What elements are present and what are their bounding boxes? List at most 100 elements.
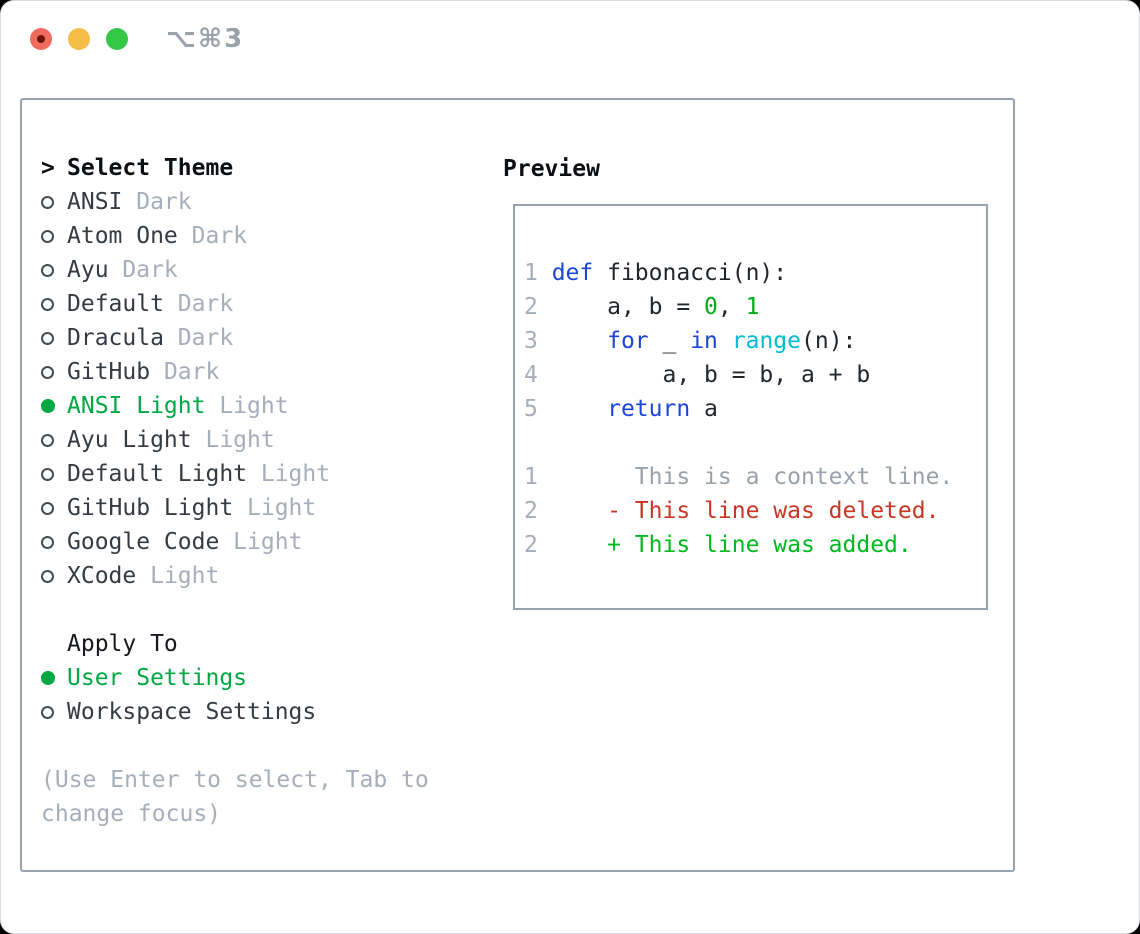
theme-option[interactable]: Atom One Dark xyxy=(41,219,453,253)
code-token: + This line was added. xyxy=(551,532,912,558)
apply-to-option-label: Workspace Settings xyxy=(67,699,317,725)
radio-icon xyxy=(41,671,67,685)
code-token: for xyxy=(607,328,649,354)
radio-dot xyxy=(41,229,54,243)
line-number: 1 xyxy=(524,260,552,286)
theme-option[interactable]: XCode Light xyxy=(41,559,453,593)
radio-dot xyxy=(41,467,54,481)
radio-dot xyxy=(41,569,54,583)
theme-name: XCode xyxy=(67,563,137,589)
radio-icon xyxy=(41,535,67,549)
theme-name: Default Light xyxy=(67,461,248,487)
preview-box: 1 def fibonacci(n): 2 a, b = 0, 1 3 for _ … xyxy=(513,204,988,610)
theme-option[interactable]: Ayu Light Light xyxy=(41,423,453,457)
theme-name: Ayu xyxy=(67,257,109,283)
code-token: return xyxy=(607,396,691,422)
theme-option[interactable]: Google Code Light xyxy=(41,525,453,559)
minimize-button[interactable] xyxy=(68,28,90,50)
theme-option[interactable]: Default Light Light xyxy=(41,457,453,491)
theme-option[interactable]: ANSI Dark xyxy=(41,185,453,219)
pointer-icon: > xyxy=(41,155,55,181)
theme-option-label: Google Code Light xyxy=(67,525,302,559)
hint-text: (Use Enter to select, Tab to change focu… xyxy=(41,767,429,827)
variant-badge: Dark xyxy=(163,291,234,317)
radio-dot xyxy=(41,195,54,209)
code-token: - This line was deleted. xyxy=(551,498,940,524)
code-line: 1 def fibonacci(n): xyxy=(524,256,986,290)
theme-option-label: ANSI Dark xyxy=(67,185,192,219)
theme-name: Ayu Light xyxy=(67,427,192,453)
theme-option-label: ANSI Light Light xyxy=(67,389,289,423)
radio-dot xyxy=(41,705,54,719)
apply-to-option[interactable]: User Settings xyxy=(41,661,453,695)
theme-option-label: GitHub Dark xyxy=(67,355,219,389)
radio-dot xyxy=(41,433,54,447)
code-block: 1 def fibonacci(n): 2 a, b = 0, 1 3 for _ … xyxy=(524,256,986,562)
radio-dot xyxy=(41,535,54,549)
code-token: This is a context line. xyxy=(551,464,954,490)
code-token: fibonacci(n): xyxy=(593,260,788,286)
code-token: 0 xyxy=(704,294,718,320)
code-token: a, b = b, a + b xyxy=(551,362,871,388)
code-token: a xyxy=(690,396,718,422)
radio-dot xyxy=(41,501,54,515)
radio-icon xyxy=(41,705,67,719)
window-title-shortcut: ⌥⌘3 xyxy=(166,24,245,54)
line-number: 2 xyxy=(524,532,552,558)
theme-option[interactable]: Default Dark xyxy=(41,287,453,321)
radio-icon xyxy=(41,195,67,209)
variant-badge: Dark xyxy=(122,189,192,215)
code-token xyxy=(718,328,732,354)
variant-badge: Dark xyxy=(177,223,248,249)
code-line: 2 - This line was deleted. xyxy=(524,494,986,528)
line-number: 2 xyxy=(524,294,552,320)
code-token: a, b = xyxy=(551,294,705,320)
variant-badge: Light xyxy=(247,461,331,487)
maximize-button[interactable] xyxy=(106,28,128,50)
variant-badge: Dark xyxy=(150,359,220,385)
code-line: 4 a, b = b, a + b xyxy=(524,358,986,392)
titlebar: ⌥⌘3 xyxy=(30,24,245,54)
spacer xyxy=(41,593,453,627)
select-theme-title: Select Theme xyxy=(67,155,234,181)
theme-option-label: Atom One Dark xyxy=(67,219,247,253)
line-number: 5 xyxy=(524,396,552,422)
code-line xyxy=(524,426,986,460)
close-button[interactable] xyxy=(30,28,52,50)
code-token: def xyxy=(551,260,594,286)
radio-dot xyxy=(41,263,54,277)
variant-badge: Light xyxy=(191,427,275,453)
radio-icon xyxy=(41,365,67,379)
code-token: , xyxy=(717,294,746,320)
radio-dot xyxy=(41,297,54,311)
theme-name: GitHub xyxy=(67,359,151,385)
theme-name: Default xyxy=(67,291,164,317)
select-theme-header: > Select Theme xyxy=(41,151,453,185)
theme-option-label: Default Light Light xyxy=(67,457,330,491)
code-token: range xyxy=(731,328,801,354)
radio-dot xyxy=(41,365,54,379)
radio-icon xyxy=(41,263,67,277)
theme-option-label: XCode Light xyxy=(67,559,219,593)
variant-badge: Light xyxy=(233,495,317,521)
apply-to-header: Apply To xyxy=(41,627,453,661)
radio-dot xyxy=(41,671,55,685)
theme-option[interactable]: Dracula Dark xyxy=(41,321,453,355)
radio-icon xyxy=(41,331,67,345)
code-token: in xyxy=(690,328,718,354)
radio-icon xyxy=(41,467,67,481)
theme-name: Dracula xyxy=(67,325,164,351)
theme-option[interactable]: Ayu Dark xyxy=(41,253,453,287)
theme-option[interactable]: ANSI Light Light xyxy=(41,389,453,423)
theme-option[interactable]: GitHub Dark xyxy=(41,355,453,389)
theme-option[interactable]: GitHub Light Light xyxy=(41,491,453,525)
code-line: 5 return a xyxy=(524,392,986,426)
apply-to-option[interactable]: Workspace Settings xyxy=(41,695,453,729)
code-line: 3 for _ in range(n): xyxy=(524,324,986,358)
line-number: 3 xyxy=(524,328,552,354)
code-token: (n): xyxy=(801,328,857,354)
